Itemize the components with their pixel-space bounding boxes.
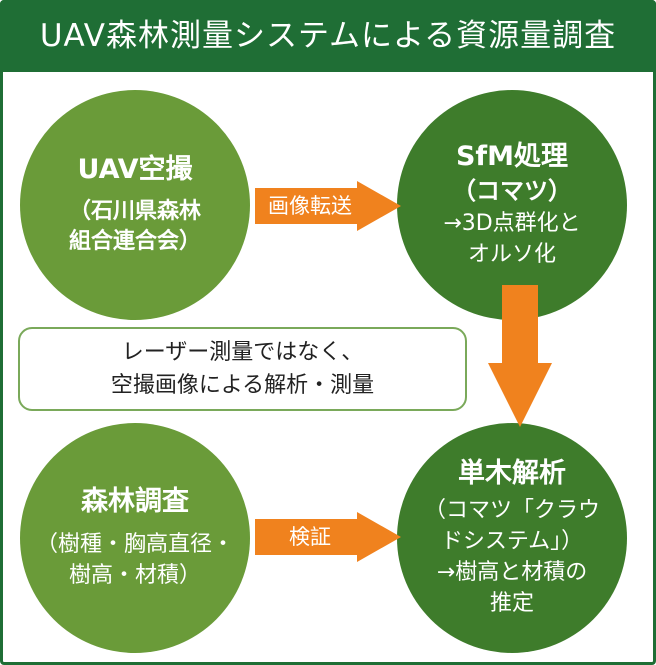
node-sfm-processing: SfM処理 （コマツ） →3D点群化と オルソ化: [397, 90, 627, 320]
node-forest-line-2: 樹高・材積）: [68, 563, 201, 588]
note-box: レーザー測量ではなく、 空撮画像による解析・測量: [18, 327, 467, 411]
node-analysis-line-2: ドシステム」）: [440, 529, 584, 554]
node-forest-line-1: （樹種・胸高直径・: [35, 532, 234, 557]
node-analysis-line-1: （コマツ「クラウ: [423, 498, 600, 523]
node-forest-title: 森林調査: [81, 486, 189, 517]
node-uav-photography: UAV空撮 （石川県森林 組合連合会）: [20, 90, 250, 320]
node-sfm-title: SfM処理: [455, 141, 569, 172]
node-uav-title: UAV空撮: [77, 154, 193, 185]
node-sfm-line-2: オルソ化: [467, 242, 556, 267]
arrow-verify-label: 検証: [289, 525, 331, 549]
node-sfm-line-1: →3D点群化と: [443, 211, 581, 236]
node-uav-line-2: 組合連合会）: [68, 229, 201, 254]
node-single-tree-analysis: 単木解析 （コマツ「クラウ ドシステム」） →樹高と材積の 推定: [397, 423, 627, 653]
arrow-verify: [255, 512, 401, 562]
note-line-2: 空撮画像による解析・測量: [110, 373, 375, 398]
node-uav-line-1: （石川県森林: [68, 199, 201, 224]
arrow-image-transfer: [255, 181, 401, 231]
note-line-1: レーザー測量ではなく、: [121, 340, 364, 365]
node-analysis-line-3: →樹高と材積の: [436, 560, 588, 585]
node-analysis-title: 単木解析: [458, 458, 566, 489]
node-sfm-subtitle: （コマツ）: [452, 177, 572, 205]
node-analysis-line-4: 推定: [489, 591, 534, 616]
arrow-image-transfer-label: 画像転送: [268, 194, 352, 218]
diagram-title: UAV森林測量システムによる資源量調査: [0, 0, 656, 72]
arrow-down-to-analysis: [488, 285, 552, 427]
node-forest-survey: 森林調査 （樹種・胸高直径・ 樹高・材積）: [20, 423, 250, 653]
